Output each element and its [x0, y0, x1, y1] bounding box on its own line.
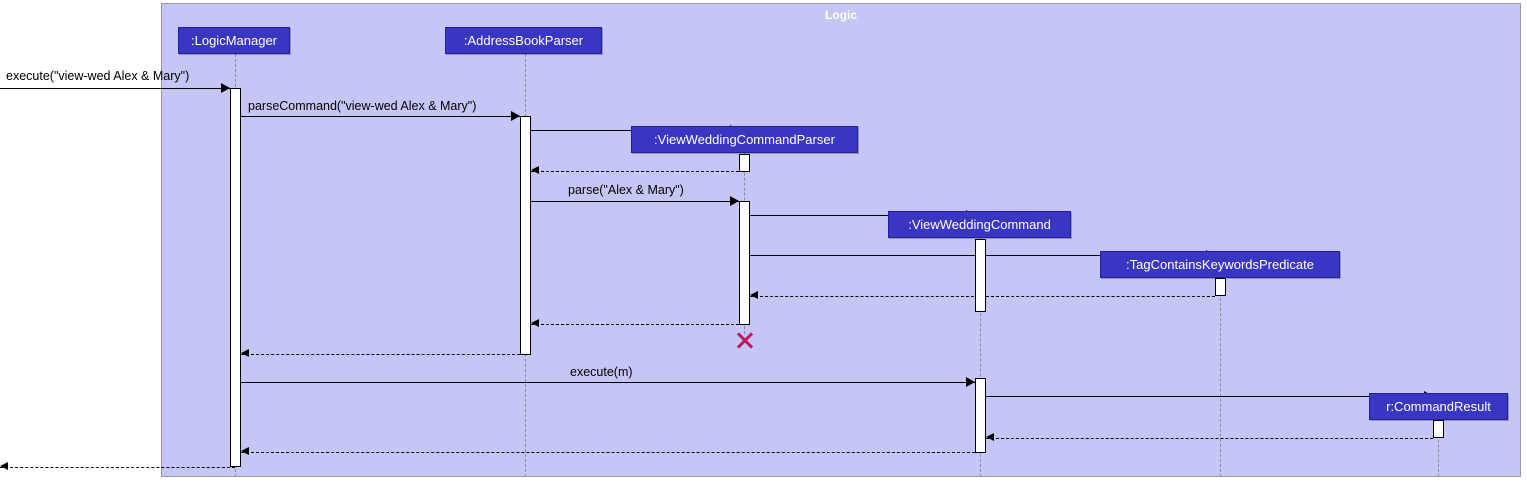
lifeline-command-result — [1438, 420, 1439, 477]
frame-label: Logic — [825, 8, 857, 22]
message-line — [531, 201, 739, 202]
message-arrowhead — [986, 433, 994, 441]
message-line — [531, 171, 739, 172]
activation-bar-view-wedding-command-parser — [739, 154, 750, 172]
message-label: execute("view-wed Alex & Mary") — [6, 69, 190, 83]
participant-command-result[interactable]: r:CommandResult — [1369, 393, 1508, 420]
message-arrowhead — [0, 462, 8, 470]
participant-view-wedding-command[interactable]: :ViewWeddingCommand — [888, 211, 1071, 238]
logic-frame — [161, 3, 1521, 477]
message-line — [241, 354, 520, 355]
message-line — [241, 116, 520, 117]
message-arrowhead — [531, 166, 539, 174]
lifeline-view-wedding-command — [980, 238, 981, 477]
lifeline-tag-contains-keywords-predicate — [1220, 278, 1221, 477]
activation-bar-tag-contains-keywords-predicate — [1215, 278, 1226, 296]
message-arrowhead — [531, 319, 539, 327]
message-arrowhead — [730, 196, 739, 206]
participant-address-book-parser[interactable]: :AddressBookParser — [445, 27, 602, 54]
message-line — [241, 452, 975, 453]
message-arrowhead — [221, 83, 230, 93]
message-label: parseCommand("view-wed Alex & Mary") — [248, 99, 477, 113]
destroy-marker-view-wedding-command-parser — [735, 331, 754, 349]
message-arrowhead — [750, 291, 758, 299]
activation-bar-address-book-parser — [520, 116, 531, 355]
message-line — [986, 438, 1433, 439]
message-line — [0, 467, 235, 468]
message-label: execute(m) — [570, 365, 633, 379]
message-line — [0, 88, 230, 89]
message-line — [986, 396, 1433, 397]
message-line — [531, 324, 739, 325]
message-label: parse("Alex & Mary") — [568, 183, 684, 197]
message-line — [750, 215, 975, 216]
activation-bar-view-wedding-command-parser — [739, 201, 750, 325]
activation-bar-logic-manager — [230, 88, 241, 467]
participant-logic-manager[interactable]: :LogicManager — [178, 27, 290, 54]
message-line — [241, 382, 975, 383]
participant-tag-contains-keywords-predicate[interactable]: :TagContainsKeywordsPredicate — [1100, 251, 1340, 278]
activation-bar-command-result — [1433, 420, 1444, 438]
participant-view-wedding-command-parser[interactable]: :ViewWeddingCommandParser — [631, 126, 858, 153]
activation-bar-view-wedding-command — [975, 378, 986, 453]
message-arrowhead — [966, 377, 975, 387]
message-arrowhead — [511, 111, 520, 121]
message-arrowhead — [241, 349, 249, 357]
message-arrowhead — [241, 447, 249, 455]
activation-bar-view-wedding-command — [975, 239, 986, 312]
